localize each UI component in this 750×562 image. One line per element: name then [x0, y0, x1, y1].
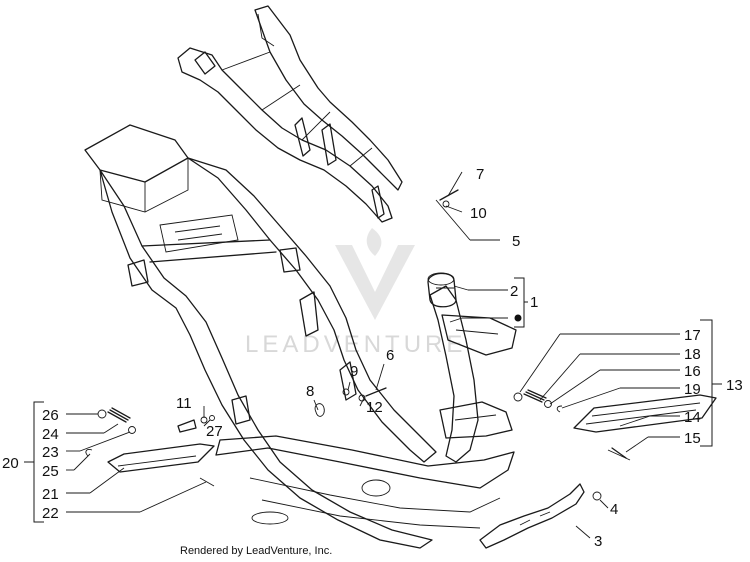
callout-19: 19: [684, 381, 701, 398]
callout-11: 11: [176, 395, 192, 412]
rear-frame-section: [177, 5, 403, 223]
callout-26: 26: [42, 407, 59, 424]
callout-13: 13: [726, 377, 743, 394]
watermark-logo: [335, 228, 415, 320]
callout-27: 27: [206, 423, 223, 440]
right-footrest-assembly: [513, 389, 717, 461]
callout-6: 6: [386, 347, 394, 364]
callout-20: 20: [2, 455, 19, 472]
callout-5: 5: [512, 233, 520, 250]
credit-line: Rendered by LeadVenture, Inc.: [180, 545, 332, 557]
callout-12: 12: [366, 399, 383, 416]
callout-16: 16: [684, 363, 701, 380]
callout-18: 18: [684, 346, 701, 363]
callout-22: 22: [42, 505, 59, 522]
callout-10: 10: [470, 205, 487, 222]
callout-labels: 7 10 5 2 1 17 18 16 19 13 14 15 6 9 8 12…: [2, 166, 743, 550]
callout-23: 23: [42, 444, 59, 461]
callout-25: 25: [42, 463, 59, 480]
callout-1: 1: [530, 294, 538, 311]
watermark-text: LEADVENTURE: [245, 331, 466, 358]
callout-15: 15: [684, 430, 701, 447]
callout-8: 8: [306, 383, 314, 400]
callout-4: 4: [610, 501, 618, 518]
callout-21: 21: [42, 486, 59, 503]
callout-2: 2: [510, 283, 518, 300]
callout-brackets: [24, 277, 722, 523]
callout-17: 17: [684, 327, 701, 344]
callout-24: 24: [42, 426, 59, 443]
side-bracket: [479, 483, 585, 549]
callout-3: 3: [594, 533, 602, 550]
left-footrest-assembly: [85, 407, 215, 487]
callout-14: 14: [684, 409, 701, 426]
callout-9: 9: [350, 363, 358, 380]
leader-lines: [66, 171, 680, 539]
callout-7: 7: [476, 166, 484, 183]
